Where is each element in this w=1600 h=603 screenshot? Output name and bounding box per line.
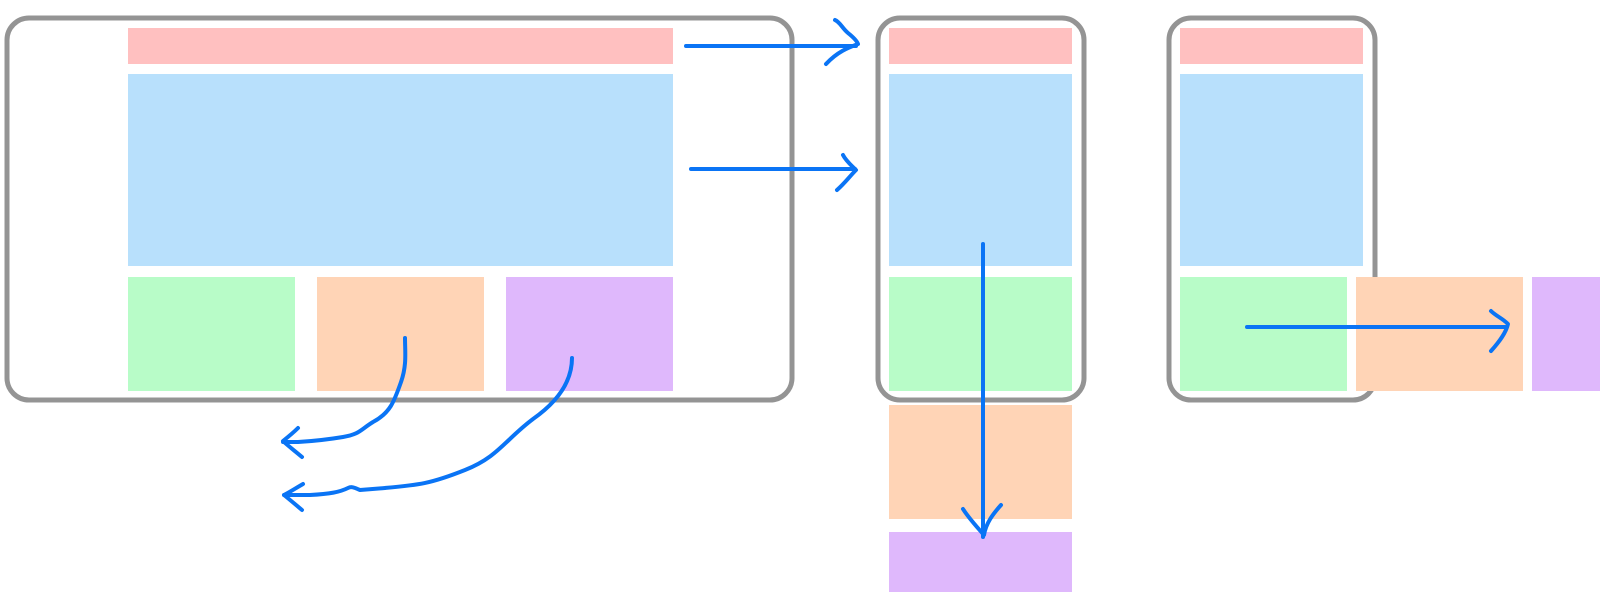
- overflow-orange-block: [1356, 277, 1523, 391]
- mobile-header-block: [889, 28, 1072, 64]
- overflow-green-block: [1180, 277, 1347, 391]
- mobile-layout: [875, 15, 1087, 592]
- overflow-header-block: [1180, 28, 1363, 64]
- overflow-layout: [1166, 15, 1600, 403]
- mobile-green-block: [889, 277, 1072, 391]
- overflow-hero-block: [1180, 74, 1363, 266]
- desktop-hero-block: [128, 74, 673, 266]
- desktop-green-block: [128, 277, 295, 391]
- hero-to-mobile-arrow: [689, 153, 858, 192]
- overflow-purple-block: [1532, 277, 1600, 391]
- mobile-purple-block: [889, 532, 1072, 592]
- header-to-mobile-arrow: [684, 18, 860, 66]
- desktop-layout: [4, 15, 795, 403]
- mobile-orange-block: [889, 405, 1072, 519]
- mobile-stack-down-arrow: [961, 242, 1003, 539]
- desktop-purple-block: [506, 277, 673, 391]
- desktop-orange-block: [317, 277, 484, 391]
- overflow-right-arrow: [1245, 309, 1510, 353]
- desktop-header-block: [128, 28, 673, 64]
- purple-wrap-arrow: [282, 356, 574, 512]
- mobile-hero-block: [889, 74, 1072, 266]
- orange-wrap-arrow: [281, 336, 408, 459]
